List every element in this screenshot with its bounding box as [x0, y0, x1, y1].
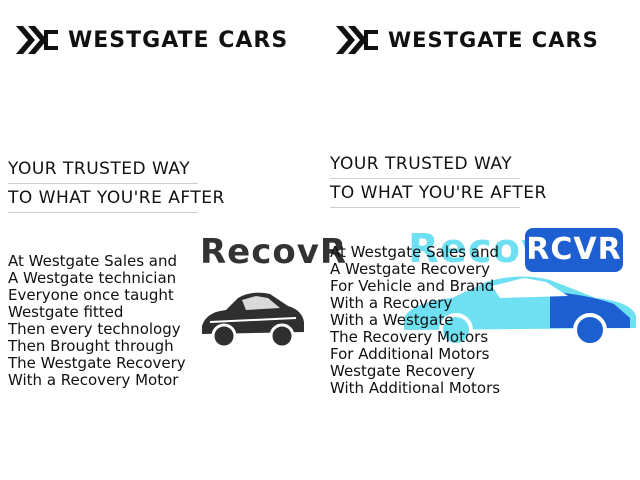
body-line: Everyone once taught	[8, 287, 174, 304]
right-panel: WESTGATE CARS YOUR TRUSTED WAY TO WHAT Y…	[320, 0, 640, 480]
recovery-logo-badge: RCVR	[525, 228, 623, 272]
body-line: Then Brought through	[8, 338, 174, 355]
body-line: The Recovery Motors	[330, 329, 489, 346]
body-text: At Westgate Sales and A Westgate Recover…	[330, 244, 520, 397]
westgate-mark-icon	[336, 26, 378, 54]
headline: YOUR TRUSTED WAY TO WHAT YOU'RE AFTER	[330, 150, 546, 208]
headline-line: TO WHAT YOU'RE AFTER	[8, 184, 224, 213]
body-line: Westgate Recovery	[330, 363, 476, 380]
headline-line: TO WHAT YOU'RE AFTER	[330, 179, 546, 208]
body-line: At Westgate Sales and	[330, 244, 500, 261]
body-line: Then every technology	[8, 321, 181, 338]
westgate-mark-icon	[16, 26, 58, 54]
body-line: A Westgate technician	[8, 270, 177, 287]
body-line: At Westgate Sales and	[8, 253, 178, 270]
body-line: With a Recovery	[330, 295, 453, 312]
body-line: Westgate fitted	[8, 304, 124, 321]
body-line: For Vehicle and Brand	[330, 278, 495, 295]
body-line: With Additional Motors	[330, 380, 501, 397]
body-line: For Additional Motors	[330, 346, 490, 363]
headline-line: YOUR TRUSTED WAY	[330, 150, 520, 179]
recovery-logo-word: RecovR	[200, 232, 348, 272]
brand-name: WESTGATE CARS	[388, 28, 599, 52]
body-line: With a Westgate	[330, 312, 454, 329]
brand-header[interactable]: WESTGATE CARS	[14, 22, 288, 58]
body-text: At Westgate Sales and A Westgate technic…	[8, 253, 198, 389]
headline: YOUR TRUSTED WAY TO WHAT YOU'RE AFTER	[8, 155, 224, 213]
brand-header[interactable]: WESTGATE CARS	[334, 22, 599, 58]
body-line: A Westgate Recovery	[330, 261, 491, 278]
body-line: With a Recovery Motor	[8, 372, 179, 389]
body-line: The Westgate Recovery	[8, 355, 186, 372]
headline-line: YOUR TRUSTED WAY	[8, 155, 198, 184]
brand-name: WESTGATE CARS	[68, 27, 289, 53]
left-panel: WESTGATE CARS YOUR TRUSTED WAY TO WHAT Y…	[8, 22, 346, 389]
car-icon	[404, 276, 636, 347]
car-icon	[202, 292, 304, 349]
